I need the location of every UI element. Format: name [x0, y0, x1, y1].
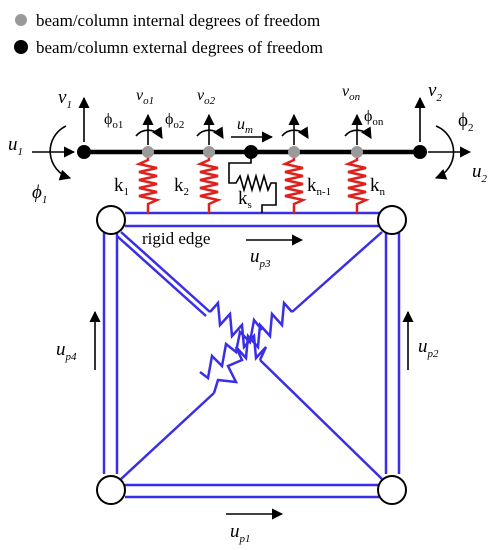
- phin1-arrow: [281, 126, 309, 139]
- rigid-edge-label: rigid edge: [142, 229, 210, 248]
- um-label: um: [237, 116, 253, 136]
- external-node-middle: [244, 145, 258, 159]
- dof-arrows: [32, 96, 472, 520]
- phi2-arrow: [434, 125, 455, 180]
- phion-label: ϕon: [364, 108, 384, 128]
- legend-external-text: beam/column external degrees of freedom: [36, 38, 323, 57]
- vo2-label: vo2: [197, 87, 216, 107]
- phio1-label: ϕo1: [104, 111, 123, 131]
- labels: u1 u2 v1 v2 ϕ1 ϕ2 um vo1 vo2 von ϕo1 ϕo2…: [8, 80, 488, 545]
- legend-external-dot: [14, 40, 28, 54]
- v2-label: v2: [428, 80, 442, 104]
- corner-pin-bottom-left: [96, 475, 126, 505]
- phion-arrow: [344, 126, 372, 139]
- k2-label: k2: [174, 175, 189, 198]
- u1-label: u1: [8, 134, 23, 158]
- external-node-right: [413, 145, 427, 159]
- v1-label: v1: [58, 87, 72, 111]
- up3-label: up3: [250, 246, 271, 270]
- panel-top-edge: [125, 211, 380, 228]
- beam: [77, 145, 427, 159]
- von-label: von: [342, 83, 361, 103]
- internal-node-2: [203, 146, 215, 158]
- diagonal-spring-a: [116, 231, 383, 480]
- phio2-arrow: [196, 126, 224, 139]
- spring-k1: [135, 152, 161, 213]
- internal-node-n1: [288, 146, 300, 158]
- phi1-label: ϕ1: [32, 182, 47, 206]
- internal-node-1: [142, 146, 154, 158]
- external-node-left: [77, 145, 91, 159]
- panel-right-edge: [384, 233, 401, 474]
- corner-pin-top-left: [96, 205, 126, 235]
- panel: [96, 205, 407, 505]
- panel-left-edge: [102, 233, 119, 474]
- u2-label: u2: [472, 161, 488, 185]
- up2-label: up2: [418, 336, 439, 360]
- spring-kn: [344, 152, 370, 213]
- diagonal-spring-b: [120, 231, 383, 480]
- vo1-label: vo1: [136, 87, 154, 107]
- legend-internal-dot: [15, 14, 27, 26]
- phi2-label: ϕ2: [458, 110, 474, 134]
- k1-label: k1: [114, 175, 129, 198]
- up1-label: up1: [230, 521, 251, 545]
- phi1-arrow: [49, 125, 72, 181]
- connection-springs: [135, 152, 370, 213]
- shear-spring-ks: [228, 152, 277, 213]
- corner-pin-bottom-right: [377, 475, 407, 505]
- spring-kn1: [281, 152, 307, 213]
- ks-label: ks: [238, 188, 252, 211]
- up4-label: up4: [56, 339, 77, 363]
- corner-pin-top-right: [377, 205, 407, 235]
- phio2-label: ϕo2: [165, 111, 184, 131]
- kn1-label: kn-1: [307, 175, 331, 198]
- legend: beam/column internal degrees of freedom …: [14, 11, 323, 57]
- kn-label: kn: [370, 175, 386, 198]
- spring-k2: [196, 152, 222, 213]
- legend-internal-text: beam/column internal degrees of freedom: [36, 11, 320, 30]
- internal-node-n: [351, 146, 363, 158]
- panel-bottom-edge: [125, 483, 380, 499]
- phio1-arrow: [135, 126, 163, 139]
